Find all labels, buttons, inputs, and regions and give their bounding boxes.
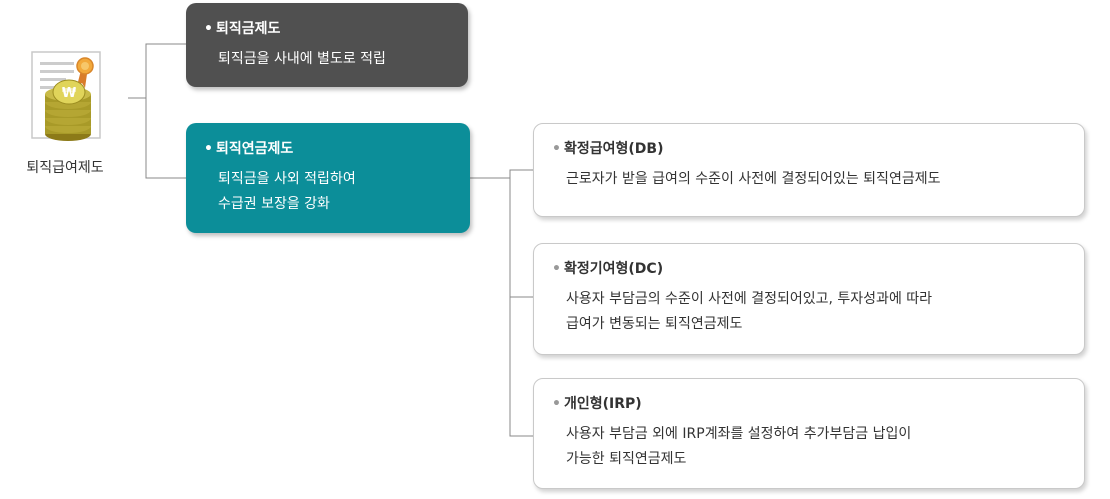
branch-title: •퇴직연금제도: [204, 141, 294, 157]
bullet-icon: •: [552, 396, 561, 412]
certificate-coins-icon: ₩: [18, 40, 128, 150]
branch-description-line: 퇴직금을 사외 적립하여: [218, 171, 356, 187]
pension-type-title: •확정급여형(DB): [552, 141, 664, 157]
branch-title: •퇴직금제도: [204, 21, 281, 37]
pension-type-irp: •개인형(IRP) 사용자 부담금 외에 IRP계좌를 설정하여 추가부담금 납…: [533, 378, 1085, 489]
pension-type-db: •확정급여형(DB) 근로자가 받을 급여의 수준이 사전에 결정되어있는 퇴직…: [533, 123, 1085, 217]
branch-description-line: 수급권 보장을 강화: [218, 196, 330, 212]
root-label: 퇴직급여제도: [26, 160, 104, 176]
pension-type-description-line: 급여가 변동되는 퇴직연금제도: [566, 316, 743, 332]
branch-severance-pay-system: •퇴직금제도 퇴직금을 사내에 별도로 적립: [186, 3, 468, 87]
branch-description: 퇴직금을 사내에 별도로 적립: [218, 51, 386, 67]
pension-type-description-line: 사용자 부담금의 수준이 사전에 결정되어있고, 투자성과에 따라: [566, 291, 933, 307]
pension-type-title: •확정기여형(DC): [552, 261, 664, 277]
bullet-icon: •: [204, 21, 213, 37]
pension-type-dc: •확정기여형(DC) 사용자 부담금의 수준이 사전에 결정되어있고, 투자성과…: [533, 243, 1085, 355]
bullet-icon: •: [552, 141, 561, 157]
bullet-icon: •: [204, 141, 213, 157]
branch-retirement-pension-system: •퇴직연금제도 퇴직금을 사외 적립하여 수급권 보장을 강화: [186, 123, 470, 233]
pension-type-description-line: 사용자 부담금 외에 IRP계좌를 설정하여 추가부담금 납입이: [566, 426, 912, 442]
pension-type-title: •개인형(IRP): [552, 396, 642, 412]
svg-text:₩: ₩: [62, 86, 77, 101]
pension-type-description-line: 가능한 퇴직연금제도: [566, 451, 687, 467]
bullet-icon: •: [552, 261, 561, 277]
pension-type-description: 근로자가 받을 급여의 수준이 사전에 결정되어있는 퇴직연금제도: [566, 171, 941, 187]
